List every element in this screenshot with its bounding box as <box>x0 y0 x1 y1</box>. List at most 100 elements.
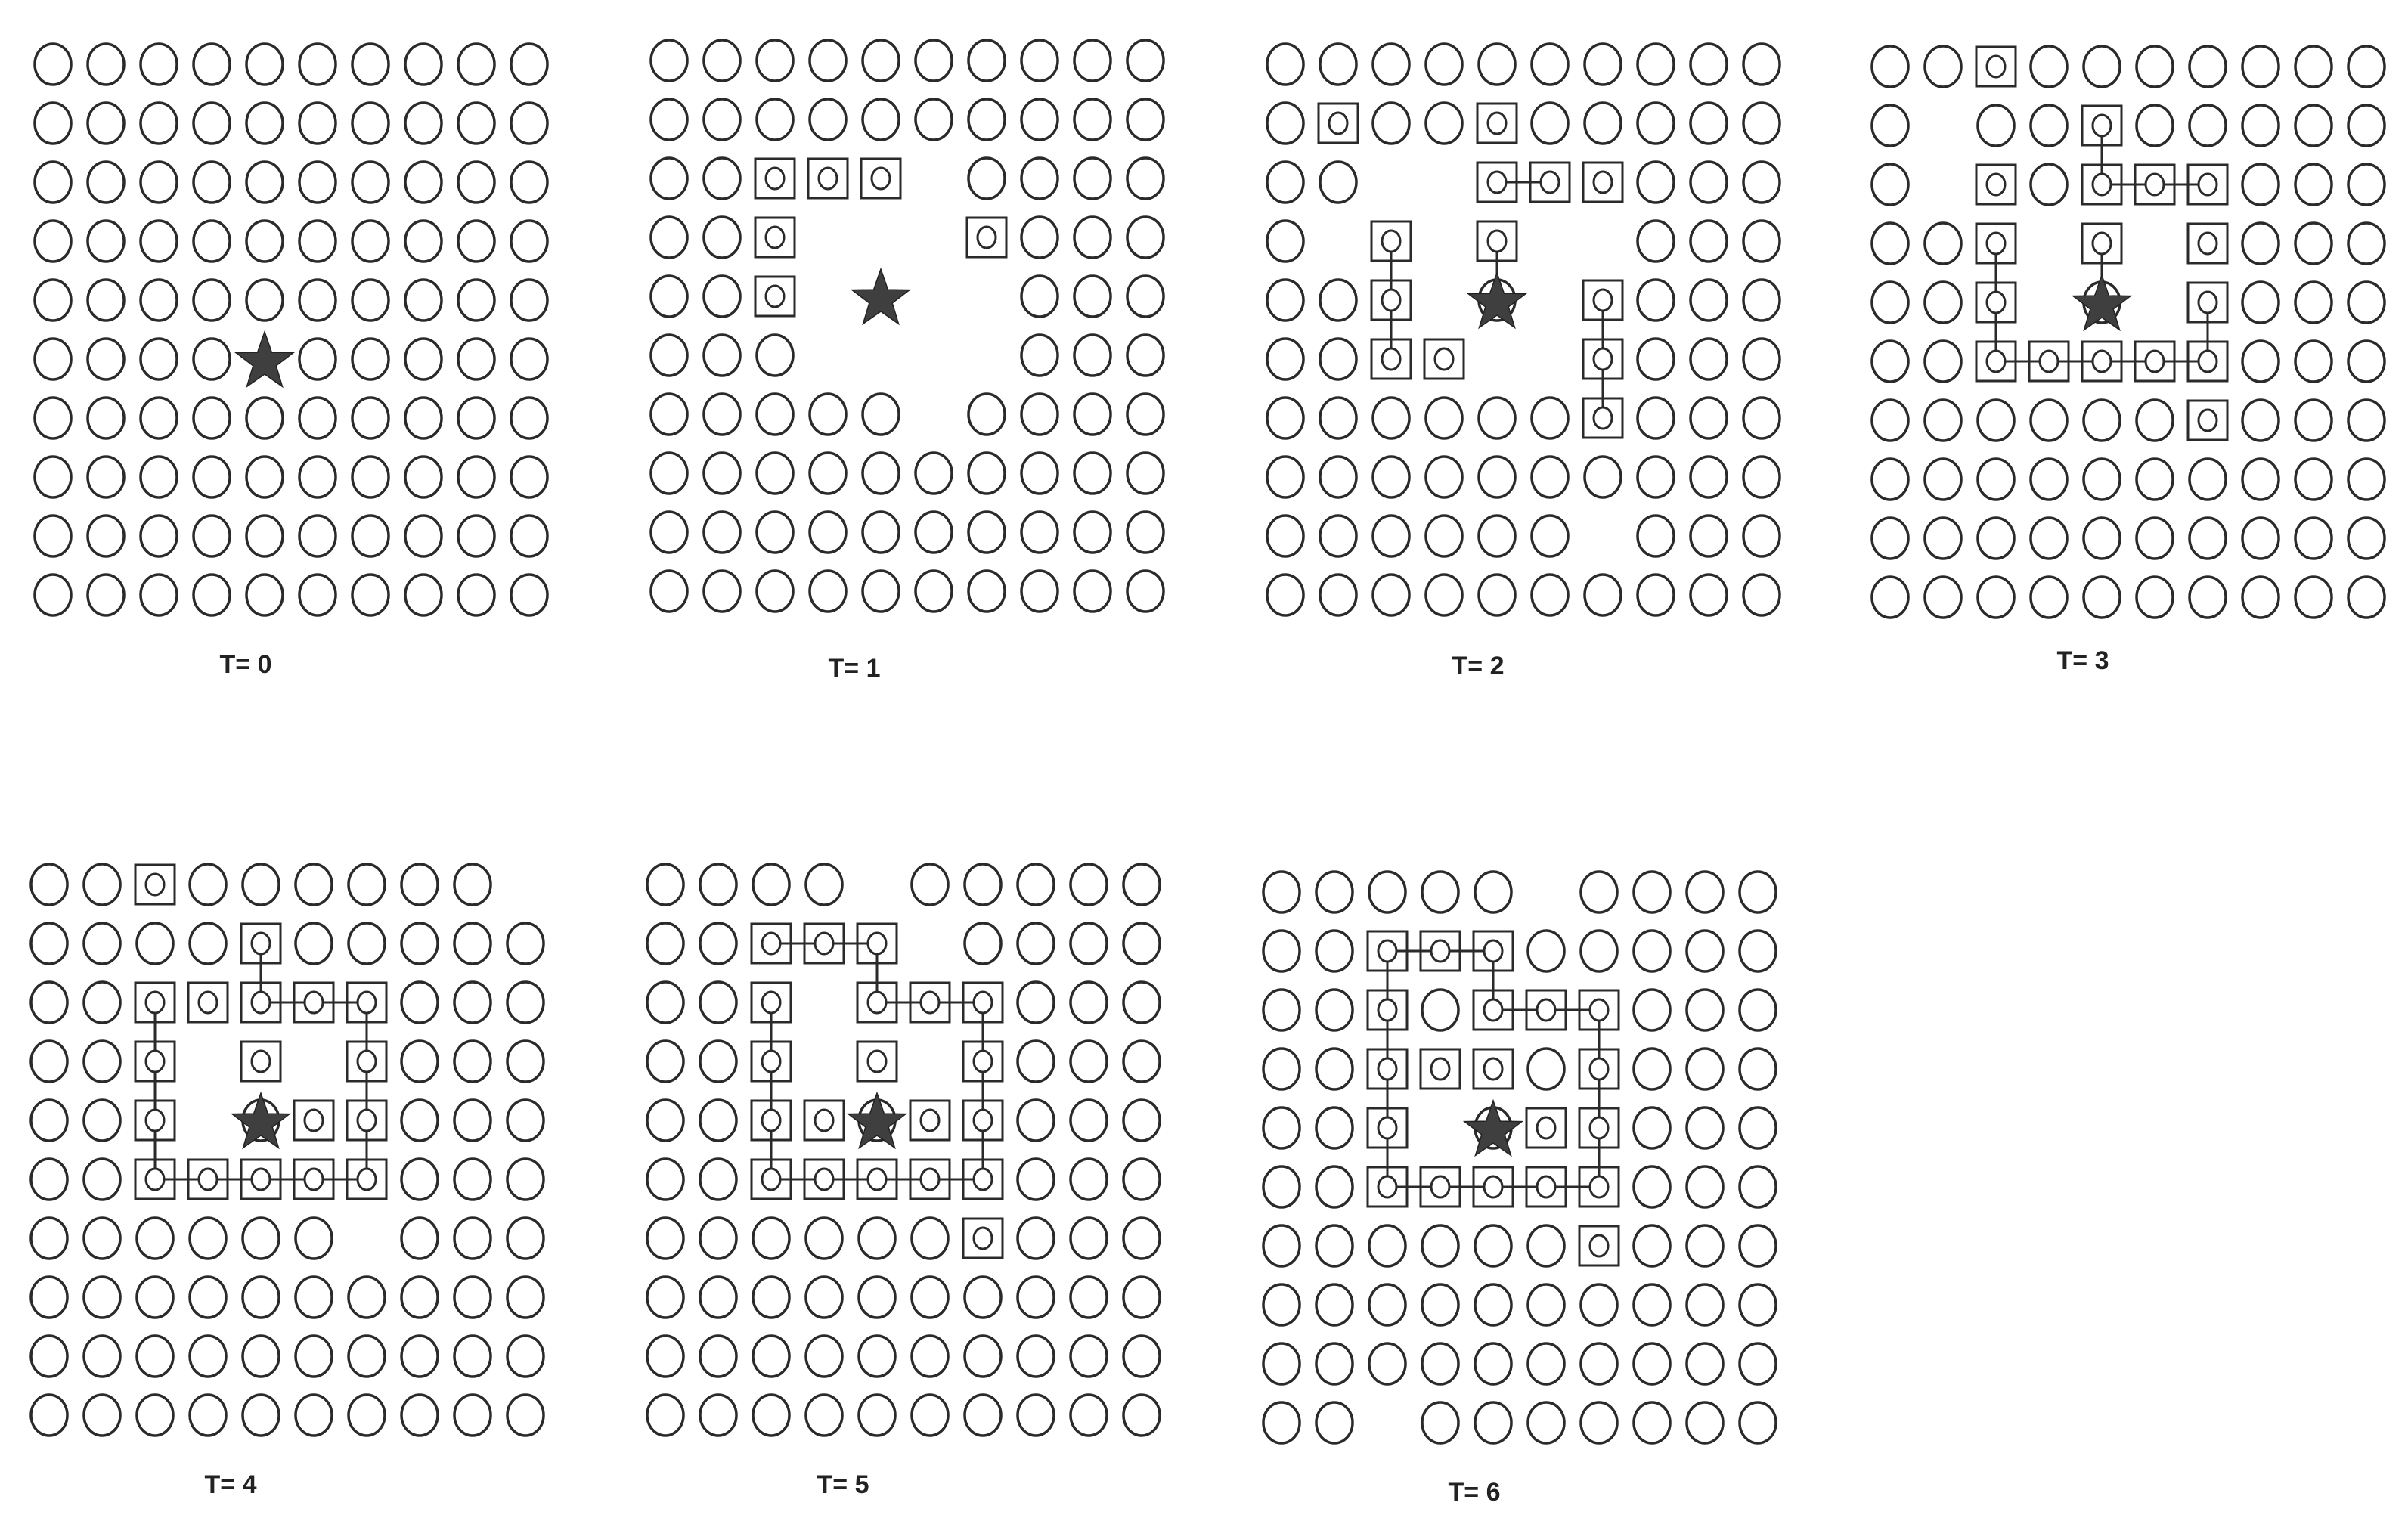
circle-icon <box>1870 457 1910 501</box>
circle-icon <box>649 569 689 613</box>
circle-icon <box>351 396 390 440</box>
circle-icon <box>1579 1401 1619 1445</box>
circle-icon <box>82 863 122 906</box>
circle-icon <box>755 451 795 495</box>
circle-icon <box>967 392 1006 436</box>
selected-cell-box <box>1578 1048 1620 1090</box>
circle-icon <box>804 863 844 906</box>
circle-icon <box>506 1216 545 1260</box>
star-icon <box>234 330 296 389</box>
circle-icon <box>139 396 178 440</box>
circle-icon <box>453 1098 492 1142</box>
circle-icon <box>1069 1334 1108 1378</box>
circle-icon <box>1424 42 1464 86</box>
circle-icon <box>29 1098 69 1142</box>
circle-icon <box>1530 573 1570 617</box>
circle-icon <box>649 39 689 82</box>
circle-icon <box>294 1216 333 1260</box>
circle-icon <box>404 573 443 617</box>
circle-icon <box>2188 516 2227 560</box>
boxed-circle-icon <box>144 1167 166 1191</box>
circle-icon <box>192 160 231 204</box>
circle-icon <box>2241 339 2280 383</box>
circle-icon <box>1368 1342 1407 1386</box>
circle-icon <box>1632 1165 1672 1209</box>
selected-cell-box <box>1975 163 2017 206</box>
circle-icon <box>1632 1283 1672 1327</box>
circle-icon <box>2241 575 2280 619</box>
selected-cell-box <box>750 981 792 1024</box>
circle-icon <box>755 39 795 82</box>
circle-icon <box>400 1275 439 1319</box>
circle-icon <box>1742 337 1781 381</box>
selected-cell-box <box>1582 161 1624 203</box>
selected-cell-box <box>909 981 951 1024</box>
circle-icon <box>1126 156 1165 200</box>
circle-icon <box>1122 1216 1161 1260</box>
circle-icon <box>33 455 73 499</box>
circle-icon <box>294 1275 333 1319</box>
circle-icon <box>404 455 443 499</box>
boxed-circle-icon <box>1377 998 1398 1022</box>
selected-cell-box <box>346 981 388 1024</box>
circle-icon <box>755 569 795 613</box>
circle-icon <box>404 219 443 263</box>
circle-icon <box>1579 870 1619 914</box>
circle-icon <box>1368 870 1407 914</box>
circle-icon <box>1262 1342 1301 1386</box>
circle-icon <box>857 1275 897 1319</box>
circle-icon <box>861 510 900 554</box>
circle-icon <box>1266 573 1305 617</box>
circle-icon <box>453 1216 492 1260</box>
circle-icon <box>1073 98 1112 141</box>
selected-cell-box <box>2134 163 2176 206</box>
circle-icon <box>702 392 742 436</box>
boxed-circle-icon <box>764 166 786 191</box>
circle-icon <box>1266 278 1305 322</box>
circle-icon <box>400 1334 439 1378</box>
circle-icon <box>861 451 900 495</box>
boxed-circle-icon <box>2144 349 2165 373</box>
circle-icon <box>298 278 337 322</box>
circle-icon <box>2029 457 2069 501</box>
circle-icon <box>2082 457 2121 501</box>
circle-icon <box>699 1275 738 1319</box>
boxed-circle-icon <box>1985 290 2007 314</box>
circle-icon <box>1319 42 1358 86</box>
selected-cell-box <box>1578 989 1620 1031</box>
circle-icon <box>192 42 231 86</box>
circle-icon <box>457 278 496 322</box>
circle-icon <box>699 922 738 965</box>
circle-icon <box>804 1393 844 1437</box>
circle-icon <box>2188 457 2227 501</box>
panel-t6: T= 6 <box>1262 870 1777 1507</box>
circle-icon <box>1632 1224 1672 1268</box>
circle-icon <box>294 1393 333 1437</box>
circle-icon <box>1319 337 1358 381</box>
boxed-circle-icon <box>1377 1116 1398 1140</box>
circle-icon <box>2294 339 2333 383</box>
circle-icon <box>1923 575 1963 619</box>
circle-icon <box>1262 1165 1301 1209</box>
circle-icon <box>1976 104 2016 147</box>
circle-icon <box>351 219 390 263</box>
circle-icon <box>33 337 73 381</box>
star-icon <box>1462 1098 1524 1157</box>
circle-icon <box>241 1275 280 1319</box>
circle-icon <box>702 156 742 200</box>
circle-icon <box>1579 929 1619 973</box>
circle-icon <box>646 980 685 1024</box>
circle-icon <box>1477 455 1517 499</box>
circle-icon <box>967 39 1006 82</box>
boxed-circle-icon <box>972 1049 993 1073</box>
circle-icon <box>453 1157 492 1201</box>
selected-cell-box <box>962 1158 1004 1200</box>
circle-icon <box>1073 451 1112 495</box>
circle-icon <box>135 1216 175 1260</box>
circle-icon <box>1742 42 1781 86</box>
boxed-circle-icon <box>919 1108 941 1132</box>
selected-cell-box <box>1366 989 1409 1031</box>
star-icon <box>1466 271 1528 330</box>
circle-icon <box>699 1039 738 1083</box>
circle-icon <box>1069 980 1108 1024</box>
